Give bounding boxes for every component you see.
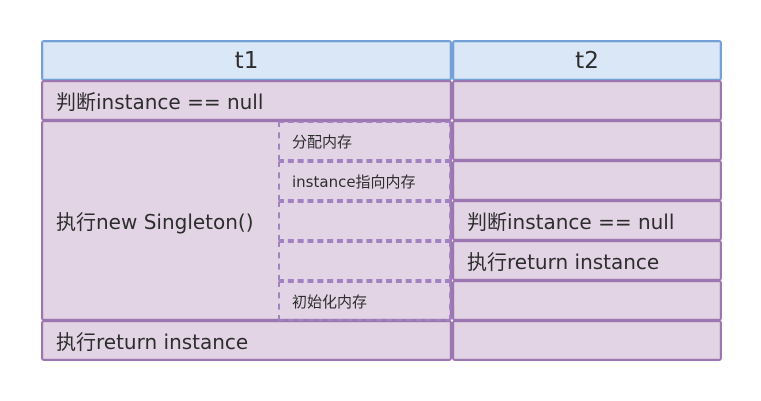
substep-empty-cell-1: [278, 201, 451, 241]
substep-allocate-memory-cell: 分配内存: [278, 121, 451, 161]
substep-instance-points-to-memory-cell: instance指向内存: [278, 161, 451, 201]
t2-check-instance-null-cell: 判断instance == null: [452, 200, 722, 241]
t1-header-cell: t1: [41, 40, 452, 81]
t2-empty-cell-2: [452, 120, 722, 161]
t2-return-instance-cell: 执行return instance: [452, 240, 722, 281]
t1-new-singleton-label: 执行new Singleton(): [56, 210, 254, 234]
t1-new-singleton-cell: 执行new Singleton(): [41, 120, 452, 321]
t2-empty-cell-5: [452, 320, 722, 361]
t2-empty-cell-1: [452, 80, 722, 121]
t1-return-instance-cell: 执行return instance: [41, 320, 452, 361]
t2-empty-cell-4: [452, 280, 722, 321]
substep-empty-cell-2: [278, 241, 451, 281]
substep-init-memory-cell: 初始化内存: [278, 281, 451, 321]
t2-empty-cell-3: [452, 160, 722, 201]
t2-header-cell: t2: [452, 40, 722, 81]
t1-check-instance-null-cell: 判断instance == null: [41, 80, 452, 121]
